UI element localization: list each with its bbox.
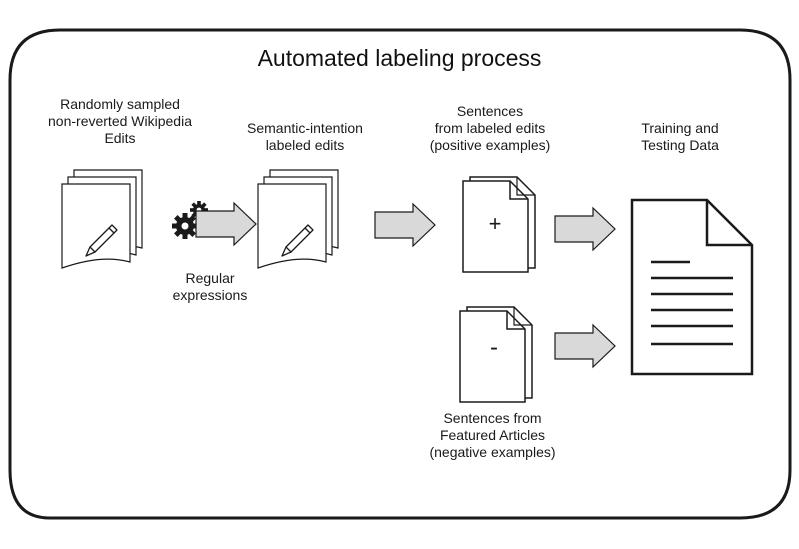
training-testing-document-icon [630,198,754,376]
positive-to-output-arrow-icon [554,207,616,251]
regex-label: Regular expressions [172,270,248,303]
labeled-document-stack-icon [257,169,339,269]
labeled-to-positive-arrow-icon [374,203,436,247]
negative-symbol: - [490,334,498,361]
labeled-edits-label: Semantic-intention labeled edits [247,120,363,153]
positive-symbol: + [489,211,502,236]
positive-sentences-label: Sentences from labeled edits (positive e… [429,103,551,153]
diagram-title: Automated labeling process [257,45,542,71]
source-label: Randomly sampled non-reverted Wikipedia … [48,96,192,146]
negative-to-output-arrow-icon [554,324,616,368]
source-document-stack-icon [61,169,143,269]
output-label: Training and Testing Data [641,120,719,153]
positive-document-icon [462,176,536,273]
negative-sentences-label: Sentences from Featured Articles (negati… [429,410,556,460]
negative-document-icon [459,306,533,403]
